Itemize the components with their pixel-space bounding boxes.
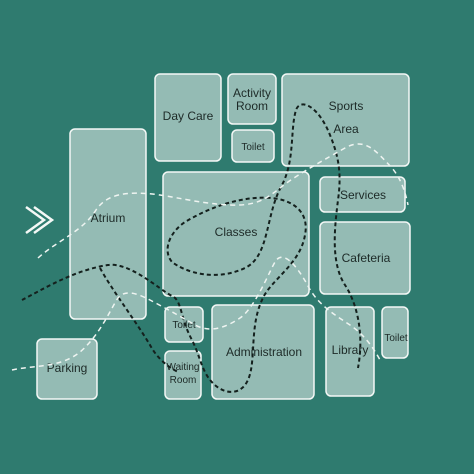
room-label: Waiting (167, 362, 200, 373)
room-label: Day Care (163, 109, 214, 123)
svg-text:Day Care: Day Care (163, 109, 214, 123)
dark-circulation-path (21, 103, 362, 393)
dark-circulation-path-2 (99, 267, 179, 373)
room-label: Room (236, 99, 268, 113)
room-parking: Parking (36, 338, 98, 400)
room-label: Toilet (384, 333, 408, 344)
svg-text:Toilet: Toilet (241, 142, 265, 153)
svg-text:Atrium: Atrium (91, 211, 126, 225)
room-label: Atrium (91, 211, 126, 225)
svg-text:Room: Room (170, 375, 197, 386)
room-sports-area: Sports Area (281, 73, 410, 167)
svg-text:Room: Room (236, 99, 268, 113)
room-administration: Administration (211, 304, 315, 400)
svg-text:Waiting: Waiting (167, 362, 200, 373)
svg-text:Services: Services (340, 188, 386, 202)
svg-text:Area: Area (333, 122, 359, 136)
room-toilet-mid: Toilet (164, 306, 204, 343)
room-label: Library (332, 343, 369, 357)
room-label: Administration (226, 345, 302, 359)
room-waiting-room: Waiting Room (164, 350, 202, 400)
light-circulation-path-2 (11, 256, 381, 371)
room-services: Services (319, 176, 406, 213)
svg-text:Library: Library (332, 343, 369, 357)
room-label: Room (170, 375, 197, 386)
room-classes: Classes (162, 171, 310, 297)
room-toilet-right: Toilet (381, 306, 409, 359)
room-atrium: Atrium (69, 128, 147, 320)
room-toilet-top: Toilet (231, 129, 275, 163)
room-label: Classes (215, 225, 258, 239)
room-label: Toilet (172, 320, 196, 331)
room-label: Sports (329, 99, 364, 113)
room-label: Toilet (241, 142, 265, 153)
svg-text:Toilet: Toilet (384, 333, 408, 344)
svg-text:Activity: Activity (233, 86, 271, 100)
svg-text:Toilet: Toilet (172, 320, 196, 331)
svg-text:Cafeteria: Cafeteria (342, 251, 391, 265)
svg-text:Sports: Sports (329, 99, 364, 113)
room-day-care: Day Care (154, 73, 222, 162)
room-label: Area (333, 122, 359, 136)
svg-text:Parking: Parking (47, 361, 88, 375)
room-label: Cafeteria (342, 251, 391, 265)
room-label: Parking (47, 361, 88, 375)
light-circulation-path (37, 143, 409, 259)
room-activity-room: Activity Room (227, 73, 277, 125)
room-label: Activity (233, 86, 271, 100)
svg-text:Classes: Classes (215, 225, 258, 239)
svg-text:Administration: Administration (226, 345, 302, 359)
room-cafeteria: Cafeteria (319, 221, 411, 295)
room-library: Library (325, 306, 375, 397)
room-label: Services (340, 188, 386, 202)
double-chevron-right-icon (25, 205, 55, 235)
